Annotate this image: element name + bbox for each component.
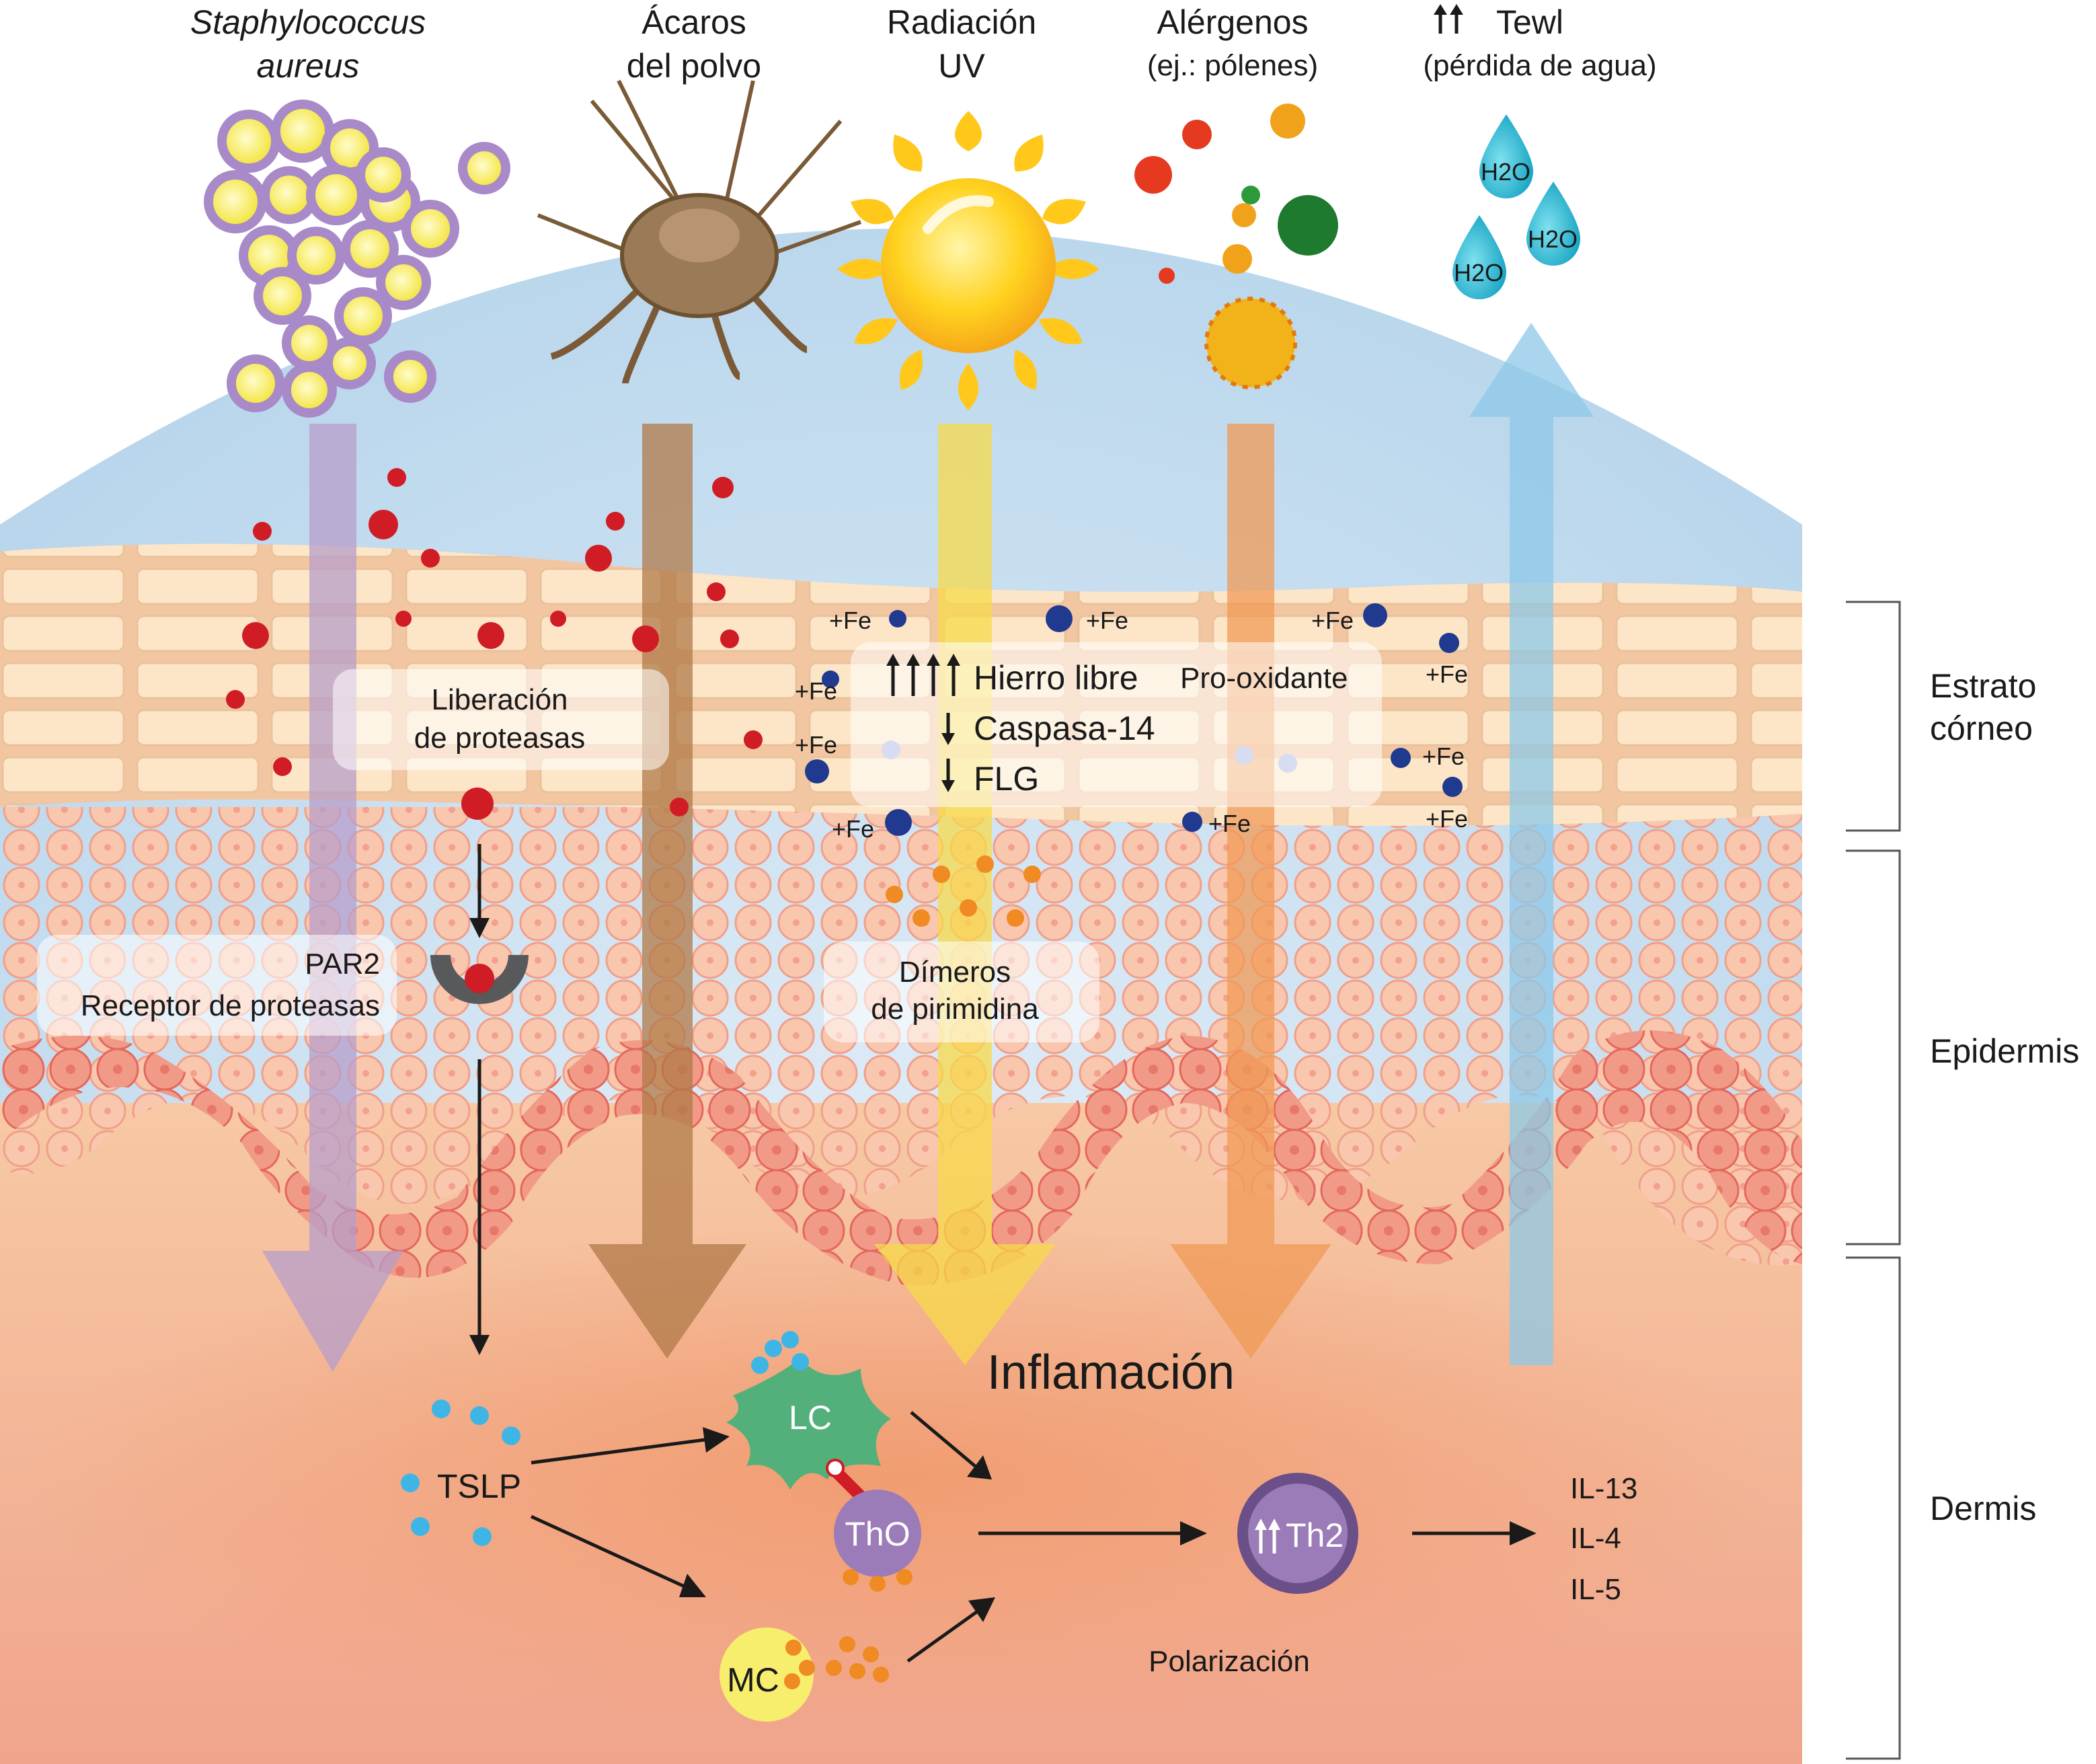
iron-line-1: Hierro libre <box>974 659 1138 697</box>
uv-label-line2: UV <box>938 47 985 85</box>
water-drop-2 <box>1526 182 1580 266</box>
proteases-label-line1: Liberación <box>431 683 568 716</box>
iron-dots <box>805 603 1463 836</box>
pyrimidine-dimer-dots <box>886 855 1041 927</box>
dust-mite-icon <box>537 79 862 384</box>
tslp-label: TSLP <box>437 1467 521 1505</box>
staph-label-line2: aureus <box>257 47 360 85</box>
fe-label-5: +Fe <box>795 731 837 759</box>
fe-label-2: +Fe <box>1086 607 1128 634</box>
tslp-dots <box>401 1399 520 1546</box>
allergens-label-line1: Alérgenos <box>1157 3 1308 41</box>
proteases-label-line2: de proteasas <box>414 722 585 755</box>
par2-receptor-icon <box>430 955 529 1004</box>
stimulus-arrows <box>262 323 1594 1372</box>
lc-label: LC <box>789 1399 832 1436</box>
bound-protease-dot <box>465 964 494 993</box>
cell-flow-arrows <box>530 1411 1537 1663</box>
layer-label-epidermis: Epidermis <box>1930 1032 2079 1070</box>
tewl-label-line1: Tewl <box>1496 3 1563 41</box>
bracket-stratum <box>1846 601 1901 832</box>
uv-arrow <box>874 424 1056 1365</box>
cytokine-il5: IL-5 <box>1570 1573 1621 1606</box>
protease-dots <box>226 468 763 820</box>
fe-label-8: +Fe <box>1422 742 1465 770</box>
dimers-label-line2: de pirimidina <box>871 993 1039 1026</box>
mite-arrow <box>588 424 746 1358</box>
par2-box <box>37 935 397 1036</box>
mc-cell <box>720 1627 889 1722</box>
protease-pathway-arrowhead <box>469 918 490 938</box>
water-drop-3 <box>1452 215 1506 299</box>
fe-label-7: +Fe <box>1426 660 1468 688</box>
tewl-label-line2: (pérdida de agua) <box>1423 49 1656 82</box>
layer-brackets <box>1846 601 1901 1760</box>
fe-label-6: +Fe <box>832 815 874 843</box>
proteases-box <box>333 669 669 770</box>
bracket-dermis <box>1846 1256 1901 1760</box>
inflammation-label: Inflamación <box>987 1346 1235 1399</box>
mites-label-line1: Ácaros <box>642 3 746 41</box>
par2-to-tslp-arrowhead <box>469 1335 490 1355</box>
uv-label-line1: Radiación <box>887 3 1036 41</box>
par2-desc: Receptor de proteasas <box>81 989 380 1022</box>
inflammation-zone <box>27 1224 1775 1735</box>
staphylococcus-icon <box>204 100 510 418</box>
layer-label-estrato: Estrato <box>1930 667 2036 705</box>
dimers-label-line1: Dímeros <box>899 956 1011 989</box>
par2-label: PAR2 <box>305 948 380 981</box>
staph-arrow <box>262 424 403 1372</box>
water-drops <box>1452 114 1580 299</box>
allergen-arrow <box>1170 424 1331 1358</box>
tewl-up-arrows-icon <box>1434 4 1463 34</box>
th0-cell <box>826 1459 921 1592</box>
cytokine-il4: IL-4 <box>1570 1522 1621 1555</box>
dimers-box <box>824 942 1099 1042</box>
fe-label-4: +Fe <box>795 677 837 705</box>
caspase-down-arrow-icon <box>941 713 955 745</box>
info-boxes <box>37 642 1382 1042</box>
layer-label-corneo: córneo <box>1930 710 2033 747</box>
fe-label-3: +Fe <box>1311 607 1354 634</box>
mc-label: MC <box>727 1661 779 1699</box>
th2-label: Th2 <box>1286 1517 1344 1554</box>
iron-line-3: FLG <box>974 760 1039 798</box>
iron-box <box>851 642 1382 807</box>
th2-cell <box>1237 1473 1358 1594</box>
mites-label-line2: del polvo <box>627 47 761 85</box>
pollen-icons <box>1134 104 1338 389</box>
flg-down-arrow-icon <box>941 759 955 792</box>
sun-icon <box>837 111 1099 410</box>
polarization-label: Polarización <box>1149 1645 1310 1678</box>
prooxidant-label: Pro-oxidante <box>1180 662 1348 695</box>
water-drop-1 <box>1479 114 1533 198</box>
cytokine-il13: IL-13 <box>1570 1472 1637 1505</box>
basal-layer <box>0 1030 1802 1285</box>
fe-label-9: +Fe <box>1426 805 1468 833</box>
water-label-1: H2O <box>1481 158 1530 186</box>
water-label-2: H2O <box>1528 225 1578 253</box>
staph-label-line1: Staphylococcus <box>190 3 426 41</box>
bracket-epidermis <box>1846 849 1901 1245</box>
water-label-3: H2O <box>1454 259 1504 286</box>
th0-label: ThO <box>845 1515 910 1553</box>
water-arrow <box>1469 323 1594 1365</box>
fe-label-10: +Fe <box>1208 810 1251 837</box>
lc-cell <box>726 1331 891 1490</box>
layer-label-dermis: Dermis <box>1930 1490 2036 1527</box>
fe-label-1: +Fe <box>829 607 871 634</box>
iron-line-2: Caspasa-14 <box>974 710 1155 747</box>
allergens-label-line2: (ej.: pólenes) <box>1147 49 1318 82</box>
iron-up-arrows-icon <box>886 654 960 696</box>
